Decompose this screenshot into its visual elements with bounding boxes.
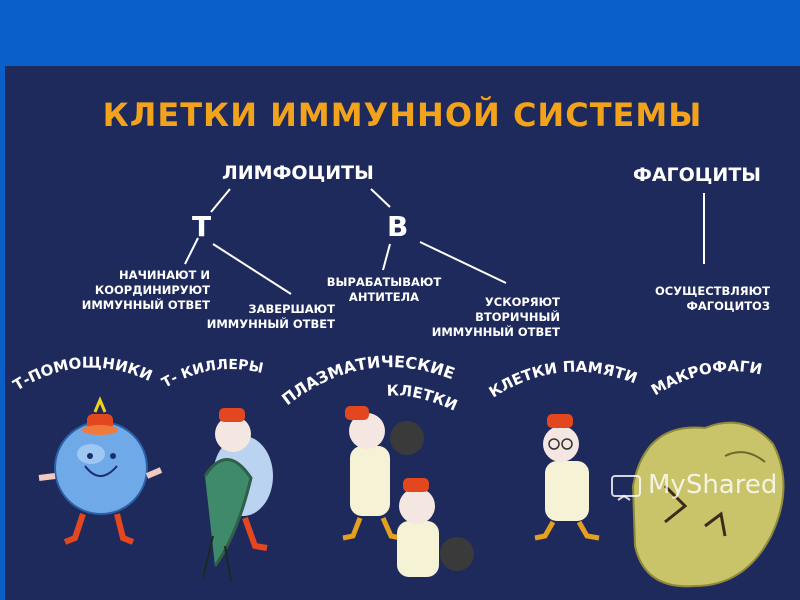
watermark-text: MyShared bbox=[648, 470, 778, 500]
slide: КЛЕТКИ ИММУННОЙ СИСТЕМЫ ЛИМФОЦИТЫ ФАГОЦИ… bbox=[5, 66, 800, 600]
desc-phagocytes-line: ОСУЩЕСТВЛЯЮТ bbox=[655, 284, 770, 298]
desc-phagocytes: ОСУЩЕСТВЛЯЮТ ФАГОЦИТОЗ bbox=[630, 284, 770, 314]
cell-type-labels: Т-ПОМОЩНИКИ Т- КИЛЛЕРЫ ПЛАЗМАТИЧЕСКИЕ КЛ… bbox=[10, 352, 764, 415]
desc-b-accelerate-line: УСКОРЯЮТ bbox=[484, 295, 560, 309]
memory-cell-character bbox=[534, 414, 600, 541]
line-b-to-prod bbox=[382, 243, 391, 271]
desc-t-end-line: ЗАВЕРШАЮТ bbox=[248, 302, 335, 316]
desc-t-end-line: ИММУННЫЙ ОТВЕТ bbox=[206, 317, 335, 331]
node-t: Т bbox=[192, 210, 212, 243]
desc-b-accelerate-line: ВТОРИЧНЫЙ bbox=[475, 310, 560, 324]
desc-b-produce: ВЫРАБАТЫВАЮТ АНТИТЕЛА bbox=[319, 275, 449, 305]
desc-b-accelerate: УСКОРЯЮТ ВТОРИЧНЫЙ ИММУННЫЙ ОТВЕТ bbox=[420, 295, 560, 340]
desc-b-produce-line: ВЫРАБАТЫВАЮТ bbox=[326, 275, 442, 289]
desc-t-start-line: КООРДИНИРУЮТ bbox=[94, 283, 210, 297]
line-lymph-to-b bbox=[370, 188, 391, 208]
desc-b-accelerate-line: ИММУННЫЙ ОТВЕТ bbox=[431, 325, 560, 339]
t-helper-character bbox=[38, 396, 163, 545]
node-lymphocytes: ЛИМФОЦИТЫ bbox=[222, 162, 374, 184]
desc-b-produce-line: АНТИТЕЛА bbox=[348, 290, 420, 304]
top-frame-bar bbox=[0, 0, 800, 66]
node-b: В bbox=[387, 210, 409, 243]
plasma-cell-character bbox=[397, 478, 474, 577]
line-t-to-start bbox=[184, 237, 199, 265]
line-b-to-acc bbox=[419, 241, 507, 284]
desc-phagocytes-line: ФАГОЦИТОЗ bbox=[686, 299, 771, 313]
desc-t-start-line: НАЧИНАЮТ И bbox=[119, 268, 210, 282]
node-phagocytes: ФАГОЦИТЫ bbox=[633, 164, 761, 186]
line-lymph-to-t bbox=[210, 188, 231, 213]
line-t-to-end bbox=[212, 243, 292, 295]
desc-t-start-line: ИММУННЫЙ ОТВЕТ bbox=[81, 298, 210, 312]
cell-illustrations bbox=[38, 396, 785, 588]
left-frame-bar bbox=[0, 66, 5, 600]
desc-t-end: ЗАВЕРШАЮТ ИММУННЫЙ ОТВЕТ bbox=[195, 302, 335, 332]
t-killer-character bbox=[202, 408, 273, 582]
diagram-title: КЛЕТКИ ИММУННОЙ СИСТЕМЫ bbox=[102, 96, 703, 134]
watermark-icon bbox=[611, 475, 641, 501]
macrophage-character bbox=[631, 421, 785, 588]
desc-t-start: НАЧИНАЮТ И КООРДИНИРУЮТ ИММУННЫЙ ОТВЕТ bbox=[65, 268, 210, 313]
connector-lines bbox=[184, 188, 705, 295]
